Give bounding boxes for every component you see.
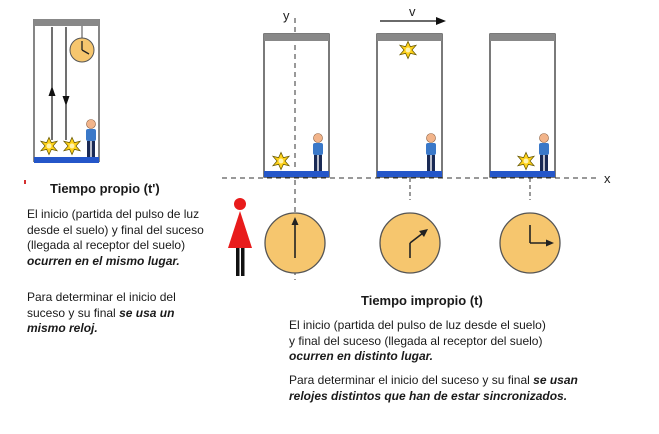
clock-icon	[264, 212, 326, 274]
woman-icon	[228, 198, 252, 276]
light-flash-icon	[40, 136, 58, 156]
light-flash-icon	[517, 151, 535, 171]
improper-time-title: Tiempo impropio (t)	[361, 293, 483, 308]
person-icon	[425, 133, 437, 172]
person-icon	[312, 133, 324, 172]
y-axis-label: y	[283, 8, 290, 23]
left-elevator-ceiling	[34, 19, 99, 26]
velocity-label: v	[409, 4, 416, 19]
light-flash-icon	[272, 151, 290, 171]
proper-time-title: Tiempo propio (t')	[50, 181, 160, 196]
clock-icon	[69, 37, 95, 63]
person-icon	[538, 133, 550, 172]
moving-elevator-middle	[376, 33, 443, 178]
clock-icon	[499, 212, 561, 274]
moving-elevator-start	[263, 33, 330, 178]
proper-time-para2: Para determinar el inicio del suceso y s…	[27, 290, 176, 335]
light-flash-icon	[63, 136, 81, 156]
x-axis-label: x	[604, 171, 611, 186]
clock-icon	[379, 212, 441, 274]
moving-elevator-end	[489, 33, 556, 178]
left-elevator	[33, 19, 100, 163]
person-icon	[85, 119, 97, 158]
velocity-arrow: v	[380, 4, 446, 25]
improper-time-para1: El inicio (partida del pulso de luz desd…	[289, 318, 546, 363]
proper-time-para1: El inicio (partida del pulso de luz desd…	[27, 207, 204, 268]
left-elevator-floor	[34, 157, 99, 163]
light-flash-icon	[399, 40, 417, 60]
improper-time-para2: Para determinar el inicio del suceso y s…	[289, 373, 578, 403]
